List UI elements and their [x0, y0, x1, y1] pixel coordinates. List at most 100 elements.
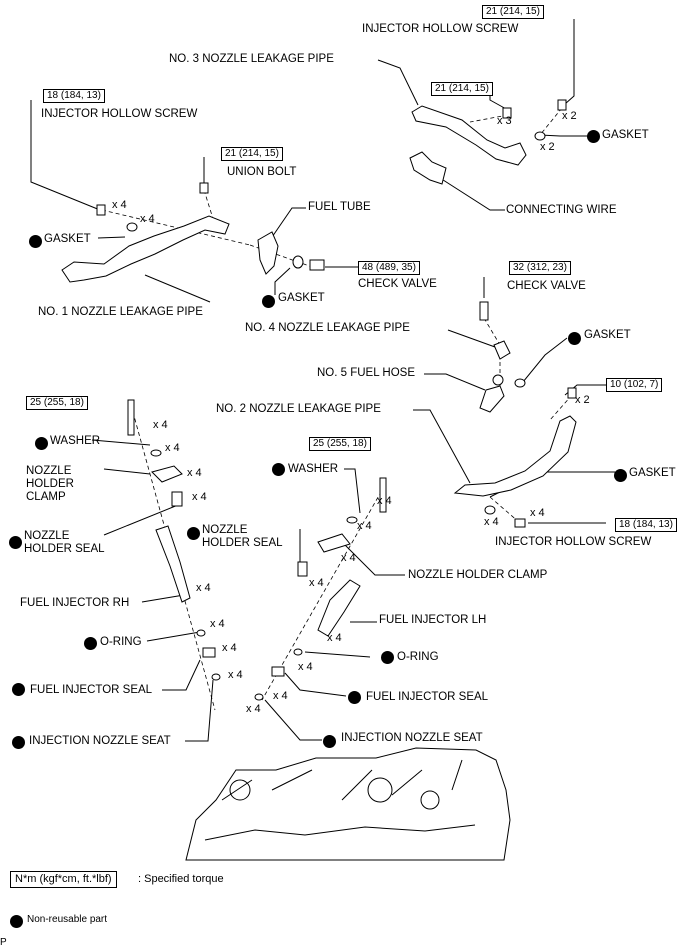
gasket-part: [534, 131, 546, 141]
fuel-injector-rh-part: [155, 525, 191, 603]
quantity-mark: x 4: [377, 495, 392, 507]
bolt-part: [127, 399, 135, 436]
leader-line: [269, 207, 306, 241]
quantity-mark: x 4: [309, 577, 324, 589]
label-injector-hollow-screw: INJECTOR HOLLOW SCREW: [362, 23, 519, 35]
leader-line: [162, 659, 201, 691]
label-nozzle-holder-seal: NOZZLE HOLDER SEAL: [24, 530, 105, 555]
quantity-mark: x 2: [540, 141, 555, 153]
leader-line: [413, 409, 471, 484]
label-union-bolt: UNION BOLT: [227, 166, 297, 178]
quantity-mark: x 4: [112, 199, 127, 211]
label-gasket: GASKET: [602, 129, 649, 141]
no5-fuel-hose-part: [479, 385, 505, 413]
leader-line: [522, 337, 568, 383]
leader-line: [564, 19, 575, 105]
quantity-mark: x 3: [497, 115, 512, 127]
leader-line: [103, 504, 179, 536]
hollow-screw-part: [502, 107, 512, 119]
non-reusable-dot: [587, 130, 600, 143]
quantity-mark: x 4: [165, 442, 180, 454]
non-reusable-dot: [262, 295, 275, 308]
gasket-part: [292, 255, 304, 269]
label-gasket: GASKET: [44, 233, 91, 245]
fuel-injector-seal-part: [271, 666, 285, 677]
label-no2-nozzle-leakage-pipe: NO. 2 NOZZLE LEAKAGE PIPE: [216, 403, 381, 415]
label-fuel-injector-rh: FUEL INJECTOR RH: [20, 597, 130, 609]
leader-line: [304, 651, 371, 658]
leader-line: [264, 699, 322, 741]
non-reusable-dot: [84, 637, 97, 650]
leader-line: [97, 236, 126, 239]
connecting-wire-part: [409, 151, 447, 185]
non-reusable-dot: [381, 651, 394, 664]
nozzle-holder-seal-part: [171, 491, 183, 507]
torque-spec: 32 (312, 23): [509, 261, 571, 275]
quantity-mark: x 4: [327, 632, 342, 644]
label-connecting-wire: CONNECTING WIRE: [506, 204, 617, 216]
injection-nozzle-seat-part: [254, 693, 264, 701]
non-reusable-dot: [187, 527, 200, 540]
label-no3-nozzle-leakage-pipe: NO. 3 NOZZLE LEAKAGE PIPE: [169, 53, 334, 65]
torque-spec: 25 (255, 18): [26, 396, 88, 410]
non-reusable-dot: [35, 437, 48, 450]
washer-part: [346, 516, 358, 524]
leader-line: [146, 631, 201, 642]
torque-spec: 10 (102, 7): [606, 378, 663, 392]
leader-line: [91, 439, 151, 446]
leader-line: [141, 594, 185, 603]
torque-spec: 21 (214, 15): [221, 147, 283, 161]
no1-nozzle-leakage-pipe: [61, 215, 230, 283]
quantity-mark: x 4: [298, 661, 313, 673]
hollow-screw-part: [96, 204, 106, 216]
label-gasket: GASKET: [278, 292, 325, 304]
gasket-part: [484, 505, 496, 515]
no3-nozzle-leakage-pipe: [411, 105, 527, 166]
label-no5-fuel-hose: NO. 5 FUEL HOSE: [317, 367, 415, 379]
nozzle-holder-seal-part: [297, 561, 308, 577]
no4-nozzle-leakage-pipe: [493, 340, 511, 360]
label-fuel-tube: FUEL TUBE: [308, 201, 371, 213]
quantity-mark: x 4: [210, 618, 225, 630]
leader-line: [439, 177, 505, 211]
leader-line: [30, 100, 101, 211]
label-no4-nozzle-leakage-pipe: NO. 4 NOZZLE LEAKAGE PIPE: [245, 322, 410, 334]
label-gasket: GASKET: [629, 467, 676, 479]
washer-part: [150, 449, 162, 457]
legend-torque-box: N*m (kgf*cm, ft.*lbf): [10, 871, 117, 888]
fuel-injector-lh-part: [317, 579, 361, 637]
fuel-injector-seal-part: [202, 647, 216, 658]
quantity-mark: x 4: [196, 582, 211, 594]
quantity-mark: x 4: [530, 507, 545, 519]
torque-spec: 18 (184, 13): [43, 89, 105, 103]
nozzle-holder-clamp-part: [317, 533, 351, 553]
bolt-part: [379, 477, 387, 513]
quantity-mark: x 4: [222, 642, 237, 654]
no2-nozzle-leakage-pipe: [453, 415, 577, 497]
engine-outline: [185, 747, 511, 861]
o-ring-part: [196, 629, 206, 637]
label-injection-nozzle-seat: INJECTION NOZZLE SEAT: [29, 735, 171, 747]
non-reusable-dot: [568, 332, 581, 345]
hollow-screw-part: [567, 387, 577, 399]
label-gasket: GASKET: [584, 329, 631, 341]
label-nozzle-holder-clamp: NOZZLE HOLDER CLAMP: [26, 465, 74, 503]
torque-spec: 18 (184, 13): [615, 518, 677, 532]
footer-letter: P: [0, 937, 7, 948]
quantity-mark: x 4: [187, 467, 202, 479]
quantity-mark: x 4: [484, 516, 499, 528]
non-reusable-dot: [614, 469, 627, 482]
leader-line: [144, 274, 211, 303]
label-fuel-injector-seal: FUEL INJECTOR SEAL: [366, 691, 489, 703]
quantity-mark: x 2: [575, 394, 590, 406]
non-reusable-dot: [29, 235, 42, 248]
label-check-valve: CHECK VALVE: [507, 280, 586, 292]
leader-line: [274, 267, 291, 295]
label-washer: WASHER: [288, 463, 339, 475]
leader-line: [185, 679, 214, 742]
label-fuel-injector-lh: FUEL INJECTOR LH: [379, 614, 487, 626]
non-reusable-dot: [12, 736, 25, 749]
leader-line: [284, 672, 347, 697]
fuel-tube-part: [257, 231, 279, 275]
